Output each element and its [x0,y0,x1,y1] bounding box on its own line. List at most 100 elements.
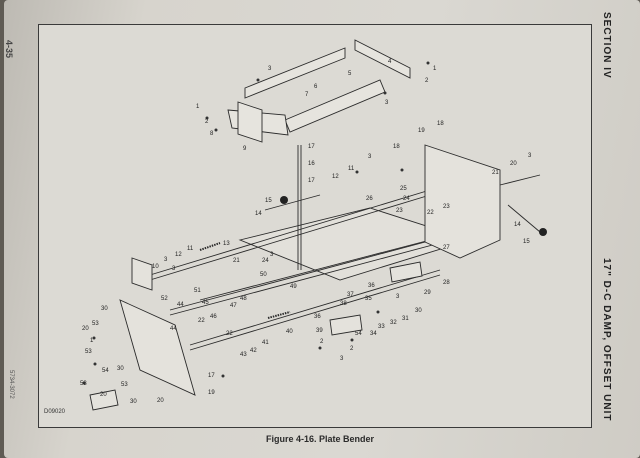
callout-3: 3 [172,266,176,272]
callout-49: 49 [290,284,297,290]
section-label: SECTION IV [601,12,612,79]
callout-35: 35 [365,296,372,302]
callout-42: 42 [250,348,257,354]
callout-18: 18 [393,144,400,150]
callout-36: 36 [314,314,321,320]
upper-bracket-left [244,47,346,99]
callout-36: 36 [368,283,375,289]
callout-13: 13 [223,241,230,247]
callout-47: 47 [230,303,237,309]
callout-20: 20 [100,392,107,398]
right-side-plate [424,144,501,259]
drawing-number: D09020 [44,409,66,415]
callout-18: 18 [437,121,444,127]
callout-3: 3 [368,154,372,160]
callout-2: 2 [350,346,354,352]
left-side-plate [119,299,196,396]
callout-24: 24 [262,258,269,264]
upper-bracket-end [237,101,263,143]
callout-25: 25 [400,186,407,192]
callout-7: 7 [305,92,309,98]
callout-3: 3 [164,257,168,263]
callout-22: 22 [198,318,205,324]
callout-17: 17 [308,144,315,150]
callout-20: 20 [157,398,164,404]
shaft-3 [189,269,441,346]
callout-11: 11 [187,246,194,252]
callout-6: 6 [314,84,318,90]
callout-21: 21 [233,258,240,264]
callout-3: 3 [268,66,272,72]
callout-10: 10 [152,264,159,270]
callout-2: 2 [205,119,209,125]
callout-3: 3 [385,100,389,106]
callout-22: 22 [226,331,233,337]
callout-53: 53 [121,382,128,388]
callout-45: 45 [202,300,209,306]
shaft-4 [199,239,431,301]
callout-3: 3 [340,356,344,362]
callout-15: 15 [523,239,530,245]
shaft-2 [169,229,471,311]
callout-54: 54 [355,331,362,337]
callout-43: 43 [240,352,247,358]
callout-41: 41 [262,340,269,346]
upper-bracket-right [354,39,411,79]
callout-31: 31 [402,316,409,322]
callout-19: 19 [208,390,215,396]
callout-39: 39 [316,328,323,334]
callout-5: 5 [348,71,352,77]
callout-17: 17 [308,178,315,184]
callout-19: 19 [418,128,425,134]
callout-23: 23 [396,208,403,214]
callout-38: 38 [340,301,347,307]
knob-15-left [280,196,288,204]
callout-54: 54 [102,368,109,374]
callout-11: 11 [348,166,355,172]
callout-20: 20 [82,326,89,332]
callout-50: 50 [260,272,267,278]
callout-51: 51 [194,288,201,294]
callout-12: 12 [332,174,339,180]
callout-37: 37 [347,292,354,298]
callout-28: 28 [443,280,450,286]
callout-3: 3 [396,294,400,300]
callout-53: 53 [92,321,99,327]
knob-15-right [539,228,547,236]
callout-30: 30 [117,366,124,372]
upper-rail [284,79,386,133]
callout-44: 44 [170,326,177,332]
callout-1: 1 [90,338,94,344]
callout-26: 26 [366,196,373,202]
callout-40: 40 [286,329,293,335]
callout-30: 30 [101,306,108,312]
callout-30: 30 [130,399,137,405]
callout-2: 2 [425,78,429,84]
callout-23: 23 [443,204,450,210]
callout-8: 8 [210,131,214,137]
callout-29: 29 [424,290,431,296]
callout-20: 20 [510,161,517,167]
callout-14: 14 [514,222,521,228]
callout-12: 12 [175,252,182,258]
callout-21: 21 [492,170,499,176]
callout-9: 9 [243,146,247,152]
callout-16: 16 [308,161,315,167]
callout-27: 27 [443,245,450,251]
callout-32: 32 [390,320,397,326]
callout-30: 30 [415,308,422,314]
callout-53: 53 [80,381,87,387]
figure-caption: Figure 4-16. Plate Bender [265,434,375,444]
callout-44: 44 [177,302,184,308]
callout-34: 34 [370,331,377,337]
callout-4: 4 [388,59,392,65]
callout-2: 2 [320,339,324,345]
callout-14: 14 [255,211,262,217]
callout-46: 46 [210,314,217,320]
callout-24: 24 [403,196,410,202]
callout-1: 1 [433,66,437,72]
callout-3: 3 [528,153,532,159]
callout-1: 1 [196,104,200,110]
callout-3: 3 [270,252,274,258]
